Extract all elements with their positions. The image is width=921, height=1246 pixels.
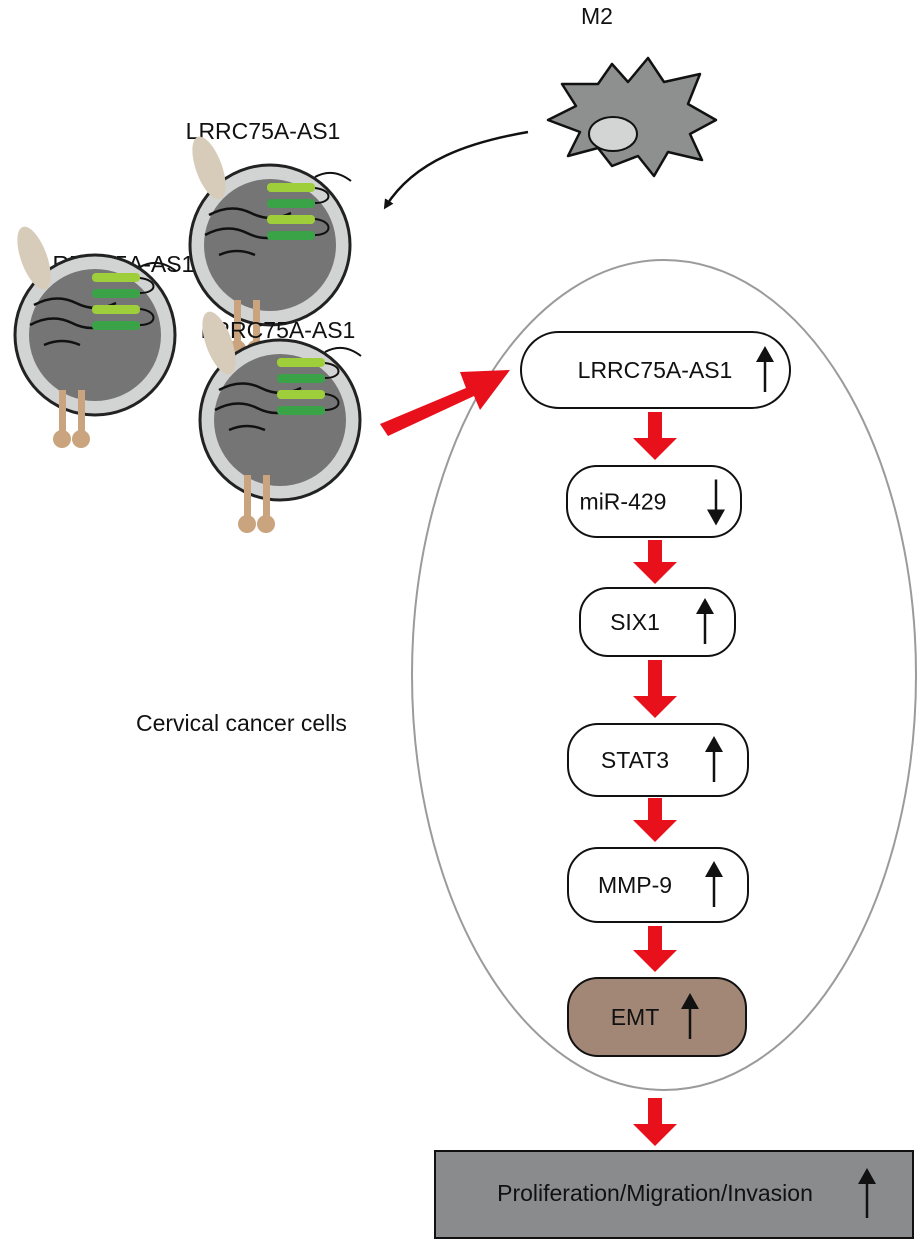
pathway-node-label: STAT3 [601,747,669,773]
pathway-node-mmp-9: MMP-9 [567,847,749,923]
secretion-arrow [383,130,529,210]
pathway-node-label: MMP-9 [598,872,672,898]
up-arrow-icon [858,1168,876,1218]
pathway-node-stat3: STAT3 [567,723,749,797]
up-arrow-icon [696,598,714,644]
up-arrow-icon [705,861,723,907]
uptake-arrow [380,370,510,436]
up-arrow-icon [705,736,723,782]
flow-arrow [633,540,677,584]
pathway-node-six1: SIX1 [579,587,736,657]
pathway-node-label: LRRC75A-AS1 [578,357,733,383]
exosome-label-1: LRRC75A-AS1 [186,118,341,144]
flow-arrow [633,1098,677,1146]
pathway-connectors [633,412,677,1146]
output-text: Proliferation/Migration/Invasion [497,1180,813,1206]
cervical-cancer-cell-outline [411,259,917,1091]
flow-arrow [633,798,677,842]
m2-macrophage-icon [546,56,718,178]
pathway-node-lrrc75a-as1: LRRC75A-AS1 [520,331,791,409]
m2-label: M2 [581,3,613,29]
flow-arrow [633,660,677,718]
down-arrow-icon [707,479,725,526]
pathway-node-mir-429: miR-429 [566,465,742,538]
cell-label: Cervical cancer cells [136,710,347,736]
up-arrow-icon [681,993,699,1039]
pathway-node-label: EMT [611,1004,660,1030]
pathway-node-label: miR-429 [580,489,667,515]
output-box: Proliferation/Migration/Invasion [434,1150,914,1239]
pathway-node-emt: EMT [567,977,747,1057]
flow-arrow [633,412,677,460]
flow-arrow [633,926,677,972]
pathway-node-label: SIX1 [610,609,660,635]
up-arrow-icon [756,346,774,392]
